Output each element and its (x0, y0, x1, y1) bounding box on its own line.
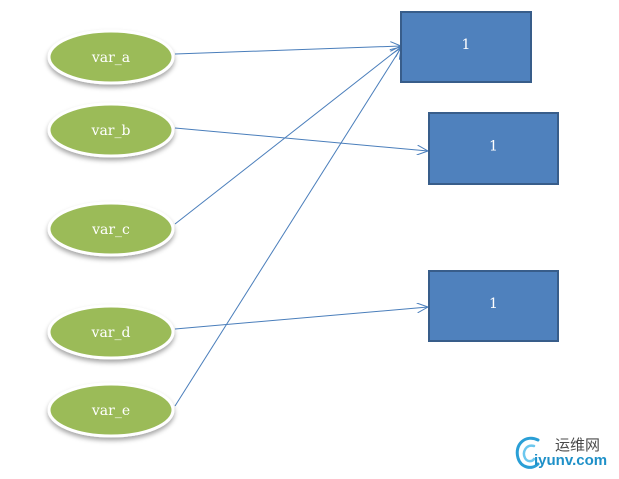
arrow-c-to-box1 (174, 47, 401, 225)
value-box-box2 (428, 112, 559, 185)
var-node-e: var_e (47, 382, 175, 438)
swirl-logo-icon (515, 436, 540, 469)
nodes-layer: var_a var_b var_c var_d var_e 1 1 1 (47, 11, 559, 438)
value-label-box2: 1 (489, 139, 498, 155)
watermark-en-text: iyunv.com (534, 452, 608, 469)
watermark: 运维网 iyunv.com (512, 432, 616, 474)
var-node-d: var_d (47, 304, 175, 360)
var-node-b: var_b (47, 102, 175, 158)
var-label-e: var_e (91, 403, 130, 419)
var-label-d: var_d (91, 325, 131, 341)
value-label-box3: 1 (489, 296, 498, 312)
arrow-a-to-box1 (174, 46, 401, 55)
value-node-box1: 1 (400, 11, 532, 83)
var-label-c: var_c (91, 222, 130, 238)
value-box-box3 (428, 270, 559, 342)
var-ellipse-d (47, 304, 175, 360)
value-node-box3: 1 (428, 270, 559, 342)
var-node-c: var_c (47, 201, 175, 257)
var-ellipse-a (47, 29, 175, 85)
var-label-b: var_b (91, 123, 131, 139)
watermark-cn-text: 运维网 (555, 436, 601, 454)
arrow-d-to-box3 (174, 307, 428, 330)
value-node-box2: 1 (428, 112, 559, 185)
value-label-box1: 1 (462, 37, 471, 53)
arrow-e-to-box1 (174, 48, 401, 407)
var-label-a: var_a (91, 50, 130, 66)
edges-layer (174, 46, 428, 407)
value-box-box1 (400, 11, 532, 83)
var-ellipse-b (47, 102, 175, 158)
arrow-b-to-box2 (174, 127, 428, 151)
var-ellipse-e (47, 382, 175, 438)
var-node-a: var_a (47, 29, 175, 85)
var-ellipse-c (47, 201, 175, 257)
